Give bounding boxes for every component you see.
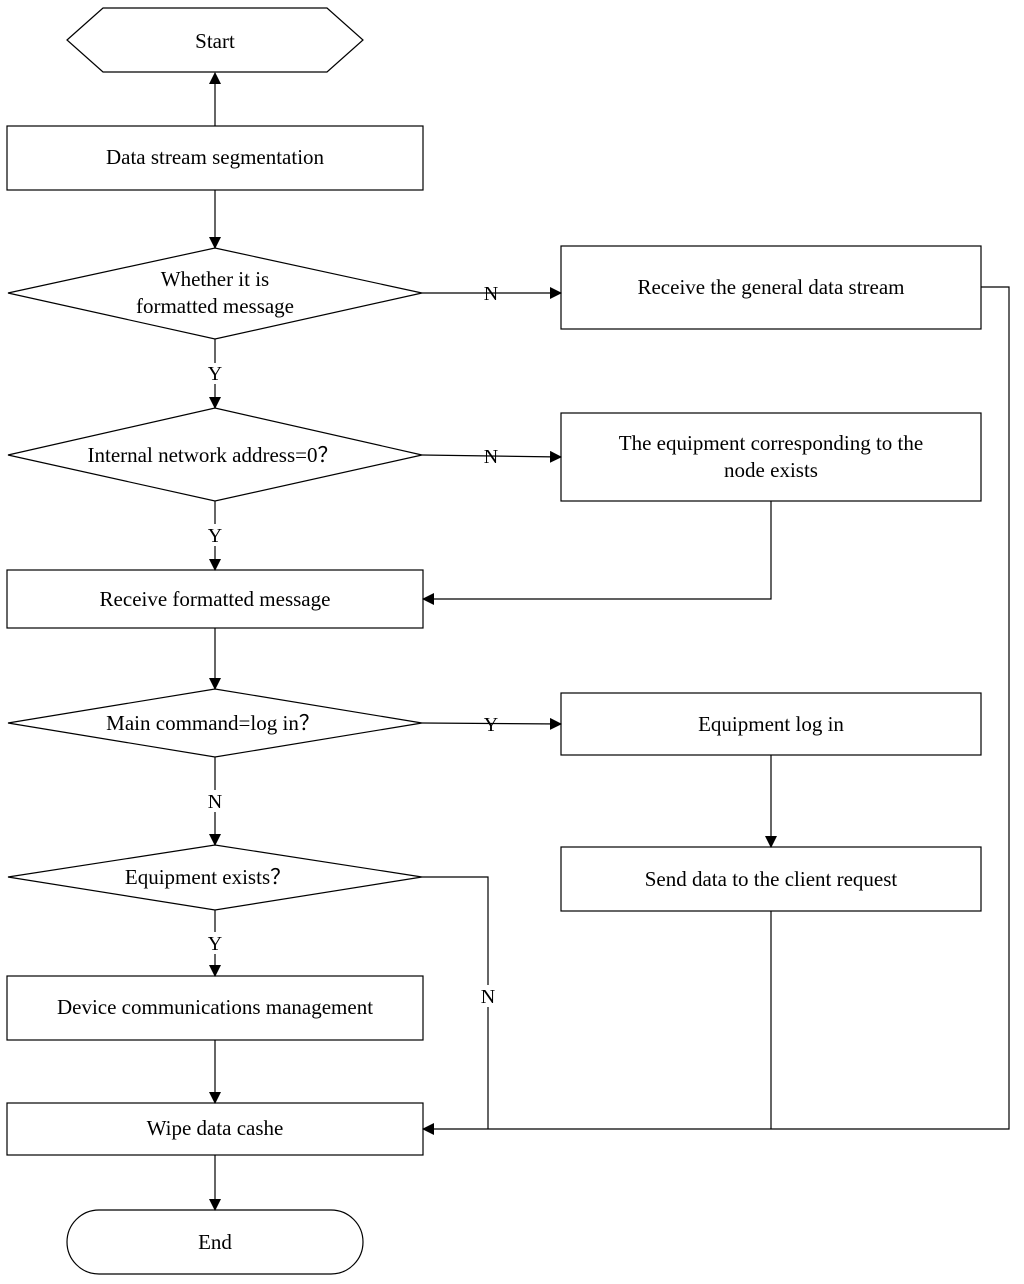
edge-receive-general-to-wipe bbox=[422, 286, 1010, 1135]
segmentation-label: Data stream segmentation bbox=[106, 145, 325, 169]
start-node: Start bbox=[66, 7, 364, 73]
wipe-cache-label: Wipe data cashe bbox=[147, 1116, 284, 1140]
end-node: End bbox=[66, 1209, 364, 1275]
device-comm-label: Device communications management bbox=[57, 995, 373, 1019]
edge-label-internal-no: N bbox=[484, 446, 498, 468]
send-data-label: Send data to the client request bbox=[645, 867, 898, 891]
edge-internal-no bbox=[421, 450, 562, 463]
device-comm-node: Device communications management bbox=[6, 975, 424, 1041]
equipment-node-exists-label-line1: The equipment corresponding to the bbox=[619, 431, 923, 455]
internal-address-decision: Internal network address=0？ bbox=[7, 407, 423, 502]
edge-label-exists-no: N bbox=[481, 986, 495, 1008]
segmentation-node: Data stream segmentation bbox=[6, 125, 424, 191]
internal-address-label: Internal network address=0？ bbox=[88, 443, 339, 467]
is-formatted-label-line1: Whether it is bbox=[161, 267, 269, 291]
edge-label-internal-yes: Y bbox=[208, 525, 222, 547]
edge-label-login-yes: Y bbox=[484, 714, 498, 736]
equipment-node-exists-node: The equipment corresponding to the node … bbox=[560, 412, 982, 502]
receive-formatted-label: Receive formatted message bbox=[100, 587, 331, 611]
edge-label-formatted-yes: Y bbox=[208, 363, 222, 385]
edge-login-yes bbox=[421, 717, 562, 730]
receive-formatted-node: Receive formatted message bbox=[6, 569, 424, 629]
edge-label-formatted-no: N bbox=[484, 283, 498, 305]
receive-general-label: Receive the general data stream bbox=[637, 275, 904, 299]
send-data-node: Send data to the client request bbox=[560, 846, 982, 912]
edge-label-login-no: N bbox=[208, 791, 222, 813]
equipment-exists-decision: Equipment exists？ bbox=[7, 844, 423, 911]
edge-label-exists-yes: Y bbox=[208, 933, 222, 955]
wipe-cache-node: Wipe data cashe bbox=[6, 1102, 424, 1156]
edge-node-exists-to-receive-formatted bbox=[422, 501, 772, 605]
end-label: End bbox=[198, 1230, 232, 1254]
main-command-label: Main command=log in？ bbox=[106, 711, 320, 735]
receive-general-node: Receive the general data stream bbox=[560, 245, 982, 330]
edge-exists-no-a bbox=[422, 876, 489, 985]
start-label: Start bbox=[195, 29, 235, 53]
is-formatted-decision: Whether it is formatted message bbox=[7, 247, 423, 340]
is-formatted-label-line2: formatted message bbox=[136, 294, 294, 318]
main-command-decision: Main command=log in？ bbox=[7, 688, 423, 758]
equipment-node-exists-label-line2: node exists bbox=[724, 458, 818, 482]
equipment-exists-label: Equipment exists？ bbox=[125, 865, 291, 889]
equipment-login-node: Equipment log in bbox=[560, 692, 982, 756]
equipment-login-label: Equipment log in bbox=[698, 712, 844, 736]
